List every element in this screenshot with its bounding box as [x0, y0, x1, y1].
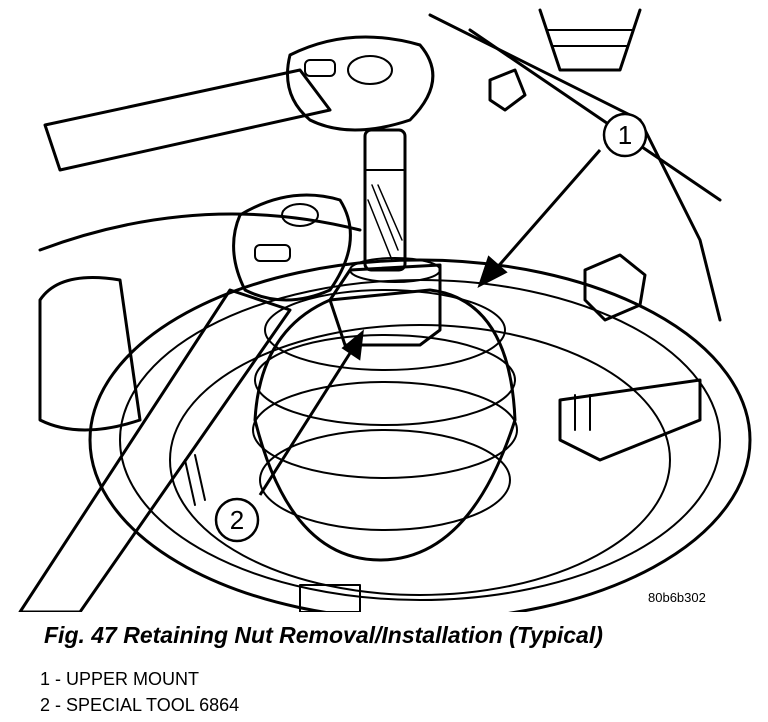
- left-cup: [38, 276, 142, 432]
- stud-right: [574, 394, 591, 431]
- special-tool-body: [328, 263, 442, 347]
- upper-ratchet-handle: [43, 68, 332, 172]
- leader-1: [493, 149, 602, 271]
- figure-caption: Fig. 47 Retaining Nut Removal/Installati…: [44, 622, 603, 648]
- legend-item: 1 - UPPER MOUNT: [40, 669, 200, 689]
- svg-text:1: 1: [618, 120, 632, 150]
- lower-ratchet-handle: [18, 288, 292, 612]
- legend-item: 2 - SPECIAL TOOL 6864: [40, 695, 240, 715]
- leader-2: [258, 349, 354, 496]
- tower-outline: [38, 212, 362, 252]
- socket-extension: [363, 128, 407, 272]
- mount-bracket: [558, 378, 702, 462]
- coil-spring-top: [538, 8, 642, 72]
- callout-1: 1: [602, 112, 648, 158]
- arrowhead-1: [477, 255, 508, 289]
- technical-illustration: 1 2: [18, 8, 752, 612]
- legend-list: 1 - UPPER MOUNT 2 - SPECIAL TOOL 6864: [40, 666, 239, 718]
- upper-ratchet-head: [286, 35, 435, 132]
- stud-left: [184, 454, 206, 506]
- tower-panel-right-2: [468, 28, 722, 202]
- nut-right: [583, 253, 647, 322]
- svg-text:2: 2: [230, 505, 244, 535]
- figure-code: 80b6b302: [648, 590, 706, 605]
- nut-top: [488, 68, 527, 112]
- tower-panel-right: [428, 13, 722, 322]
- outer-mount-ring: [88, 258, 752, 612]
- callout-2: 2: [214, 497, 260, 543]
- lower-ratchet-head: [232, 193, 352, 302]
- arrowhead-2: [341, 329, 364, 361]
